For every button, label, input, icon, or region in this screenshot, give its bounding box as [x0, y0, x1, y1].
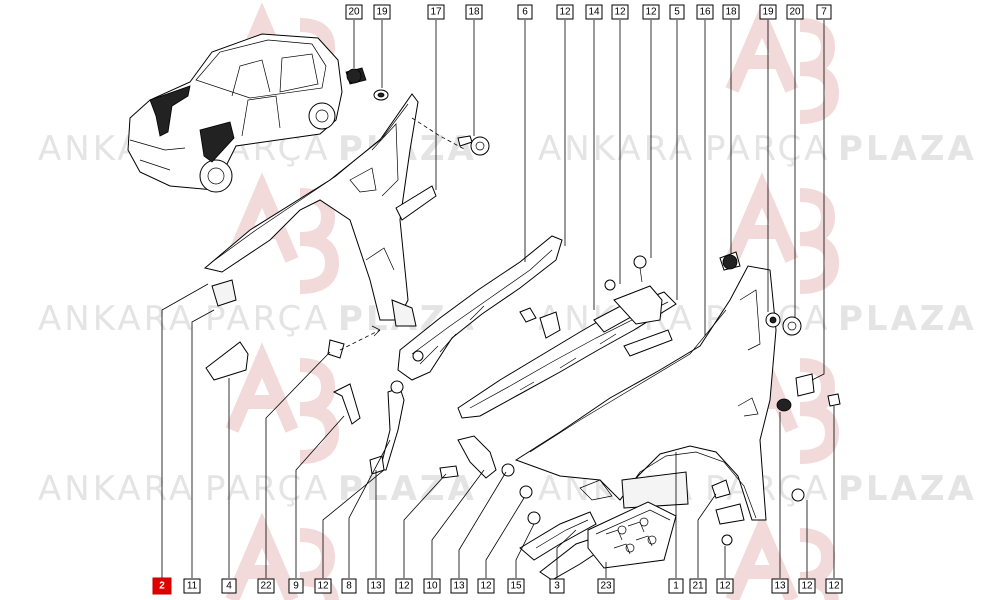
svg-text:12: 12 — [645, 7, 657, 18]
leader-lines — [161, 20, 835, 578]
watermark-parca: PARÇA — [705, 129, 831, 169]
svg-text:4: 4 — [226, 581, 232, 592]
callout-row-top: 20 19 17 18 6 12 14 12 12 5 16 18 19 20 … — [345, 4, 832, 20]
callout-label[interactable]: 18 — [465, 4, 483, 20]
watermark-parca: PARÇA — [205, 299, 331, 339]
svg-text:7: 7 — [821, 7, 827, 18]
svg-text:12: 12 — [719, 581, 731, 592]
callout-label[interactable]: 21 — [689, 578, 707, 594]
callout-label[interactable]: 6 — [517, 4, 533, 20]
svg-text:12: 12 — [398, 581, 410, 592]
svg-text:6: 6 — [522, 7, 528, 18]
watermark-ankara: ANKARA — [538, 129, 695, 169]
callout-label[interactable]: 12 — [395, 578, 413, 594]
svg-text:18: 18 — [468, 7, 480, 18]
svg-text:13: 13 — [453, 581, 465, 592]
svg-text:19: 19 — [376, 7, 388, 18]
watermark-ankara: ANKARA — [38, 469, 195, 509]
callout-label[interactable]: 12 — [556, 4, 574, 20]
callout-label[interactable]: 16 — [696, 4, 714, 20]
watermark-ankara: ANKARA — [38, 299, 195, 339]
callout-label[interactable]: 12 — [477, 578, 495, 594]
svg-text:12: 12 — [801, 581, 813, 592]
svg-text:23: 23 — [600, 581, 612, 592]
svg-text:11: 11 — [187, 581, 198, 592]
callout-label[interactable]: 12 — [825, 578, 843, 594]
svg-text:18: 18 — [725, 7, 737, 18]
callout-label[interactable]: 13 — [771, 578, 789, 594]
svg-text:15: 15 — [510, 581, 522, 592]
callout-label[interactable]: 12 — [642, 4, 660, 20]
callout-label[interactable]: 13 — [367, 578, 385, 594]
callout-label[interactable]: 11 — [183, 578, 201, 594]
svg-text:12: 12 — [480, 581, 492, 592]
svg-text:16: 16 — [699, 7, 711, 18]
watermark-logo — [225, 2, 840, 600]
svg-text:13: 13 — [370, 581, 382, 592]
callout-label[interactable]: 12 — [314, 578, 332, 594]
watermark-plaza: PLAZA — [838, 469, 977, 509]
callout-label[interactable]: 4 — [221, 578, 237, 594]
callout-label[interactable]: 14 — [585, 4, 603, 20]
callout-label[interactable]: 19 — [759, 4, 777, 20]
hardware-top-left — [345, 67, 490, 156]
svg-text:10: 10 — [426, 581, 438, 592]
watermark-layer: ANKARA PARÇA PLAZA ANKARA PARÇA PLAZA AN… — [38, 2, 977, 600]
callout-label[interactable]: 12 — [716, 578, 734, 594]
svg-text:20: 20 — [348, 7, 360, 18]
callout-row-bottom: 2 11 4 22 9 12 8 13 12 10 13 12 15 3 23 … — [152, 577, 843, 595]
right-fender — [514, 251, 841, 546]
callout-label[interactable]: 20 — [345, 4, 363, 20]
callout-label[interactable]: 17 — [427, 4, 445, 20]
callout-label[interactable]: 23 — [597, 578, 615, 594]
svg-text:17: 17 — [430, 7, 442, 18]
callout-label[interactable]: 12 — [611, 4, 629, 20]
callout-label[interactable]: 8 — [341, 578, 357, 594]
callout-label[interactable]: 5 — [669, 4, 685, 20]
callout-label[interactable]: 18 — [722, 4, 740, 20]
svg-text:8: 8 — [346, 581, 352, 592]
svg-text:21: 21 — [692, 581, 704, 592]
svg-text:19: 19 — [762, 7, 774, 18]
svg-text:13: 13 — [774, 581, 786, 592]
svg-text:1: 1 — [673, 581, 679, 592]
svg-text:12: 12 — [828, 581, 840, 592]
svg-text:3: 3 — [554, 581, 560, 592]
callout-label[interactable]: 19 — [373, 4, 391, 20]
callout-label[interactable]: 22 — [257, 578, 275, 594]
inner-reinforcements — [397, 235, 677, 479]
svg-text:22: 22 — [260, 581, 272, 592]
callout-label[interactable]: 3 — [549, 578, 565, 594]
svg-text:2: 2 — [159, 581, 165, 592]
callout-label[interactable]: 20 — [786, 4, 804, 20]
callout-label[interactable]: 15 — [507, 578, 525, 594]
car-thumbnail — [127, 33, 343, 193]
watermark-plaza: PLAZA — [838, 299, 977, 339]
svg-text:12: 12 — [559, 7, 571, 18]
lower-parts — [519, 485, 677, 581]
svg-text:12: 12 — [317, 581, 329, 592]
svg-text:5: 5 — [674, 7, 680, 18]
svg-text:14: 14 — [588, 7, 600, 18]
callout-label[interactable]: 10 — [423, 578, 441, 594]
watermark-plaza: PLAZA — [838, 129, 977, 169]
svg-text:12: 12 — [614, 7, 626, 18]
callout-label[interactable]: 9 — [288, 578, 304, 594]
callout-label[interactable]: 1 — [668, 578, 684, 594]
callout-label-highlighted[interactable]: 2 — [152, 577, 172, 595]
callout-label[interactable]: 12 — [798, 578, 816, 594]
callout-label[interactable]: 13 — [450, 578, 468, 594]
svg-text:9: 9 — [293, 581, 299, 592]
watermark-parca: PARÇA — [205, 469, 331, 509]
callout-label[interactable]: 7 — [816, 4, 832, 20]
left-fender-assembly — [203, 93, 467, 475]
svg-text:20: 20 — [789, 7, 801, 18]
